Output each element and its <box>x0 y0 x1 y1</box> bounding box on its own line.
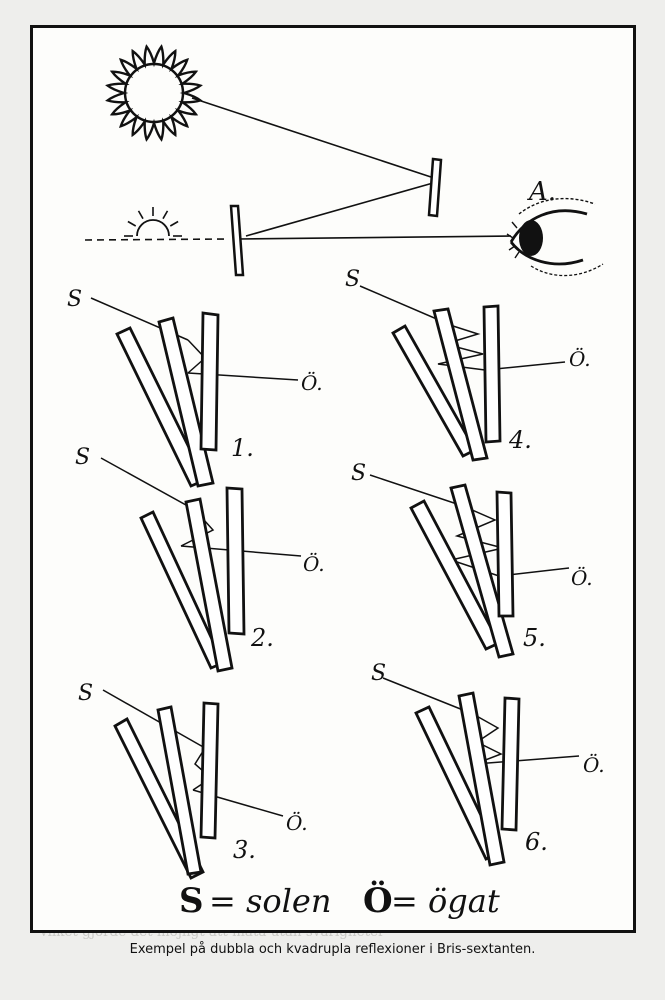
legend: S = solen Ö = ögat <box>179 880 500 921</box>
panel-a: A. <box>191 97 604 277</box>
label-a: A. <box>527 177 556 207</box>
sun-ray-outline <box>105 44 203 142</box>
eye-cheek <box>530 263 604 277</box>
panel-3: S Ö. 3. <box>78 681 308 880</box>
label-o: Ö. <box>301 370 323 395</box>
sun-ray <box>382 677 474 715</box>
mirror-inner <box>199 311 220 452</box>
legend-o-text: = ögat <box>391 882 500 920</box>
label-s: S <box>75 445 90 470</box>
ray-to-eye <box>474 755 580 765</box>
label-o: Ö. <box>303 551 325 576</box>
label-number-1: 1. <box>231 434 254 462</box>
label-number-5: 5. <box>523 624 546 652</box>
panel-4: S Ö. 4. <box>345 267 591 462</box>
eye-lid-upper <box>509 209 588 243</box>
sun-ray <box>102 689 206 749</box>
mirror-middle <box>184 497 234 673</box>
eye-iris <box>519 220 543 256</box>
panel-2: S Ö. 2. <box>75 445 325 673</box>
mirror-inner <box>482 304 502 444</box>
sun-disc <box>123 62 185 124</box>
label-o: Ö. <box>583 752 605 777</box>
reflected-ray <box>245 182 434 237</box>
eye-brow <box>518 197 596 215</box>
legend-s-text: = solen <box>209 882 331 920</box>
mirror-inner <box>495 490 515 618</box>
panel-5: S Ö. 5. <box>351 461 593 659</box>
label-number-3: 3. <box>233 836 256 864</box>
label-s: S <box>345 267 360 292</box>
eye-lid-lower <box>509 241 584 266</box>
reflection-path <box>437 325 486 371</box>
mirror-a2 <box>229 204 245 277</box>
label-o: Ö. <box>569 346 591 371</box>
label-s: S <box>371 661 386 686</box>
label-o: Ö. <box>571 565 593 590</box>
mirror-middle <box>156 705 203 876</box>
label-s: S <box>78 681 93 706</box>
mirror-inner <box>199 701 220 840</box>
eye-icon <box>506 197 604 277</box>
small-sun-ray <box>137 210 144 220</box>
mirror-middle <box>457 691 506 867</box>
horizon-dash-line <box>84 238 230 241</box>
legend-s-letter: S <box>179 881 204 921</box>
sun-ray-to-mirror <box>191 97 435 179</box>
ray-to-eye <box>237 235 512 240</box>
label-s: S <box>67 287 82 312</box>
legend-o-letter: Ö <box>363 880 393 921</box>
small-sun-ray <box>162 210 169 220</box>
small-sun-ray <box>127 220 137 227</box>
panel-6: S Ö. 6. <box>371 661 605 867</box>
figure-frame: A. S Ö. 1. S Ö. 4. S Ö. 2. <box>30 25 636 933</box>
small-sun-icon <box>84 207 230 241</box>
small-sun-rays <box>124 207 182 237</box>
mirror-a1 <box>427 157 443 218</box>
label-number-6: 6. <box>525 828 548 856</box>
sun-ray <box>369 474 464 507</box>
small-sun-disc <box>136 219 170 237</box>
figure-caption: Exempel på dubbla och kvadrupla reflexio… <box>129 942 536 957</box>
label-number-2: 2. <box>250 624 274 652</box>
small-sun-ray <box>169 220 179 227</box>
eye-lashes <box>506 221 520 259</box>
mirror-middle <box>449 483 515 659</box>
mirror-middle <box>432 307 489 462</box>
mirror-inner <box>225 486 246 636</box>
label-number-4: 4. <box>508 426 532 454</box>
mirror-inner <box>500 696 521 832</box>
reflection-diagram: A. S Ö. 1. S Ö. 4. S Ö. 2. <box>67 44 605 921</box>
panel-1: S Ö. 1. <box>67 287 323 488</box>
sun-rays <box>105 44 203 142</box>
label-o: Ö. <box>286 810 308 835</box>
label-s: S <box>351 461 366 486</box>
sun-icon <box>105 44 203 142</box>
mirror-middle <box>157 316 215 488</box>
sun-ray <box>100 457 196 511</box>
